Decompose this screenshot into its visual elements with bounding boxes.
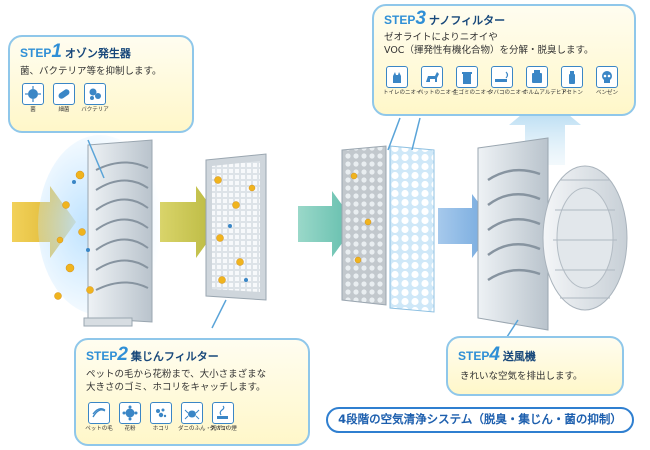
formaldehyde-caption: ホルムアルデヒド <box>523 90 567 96</box>
step2-description-line2: 大きさのゴミ、ホコリをキャッチします。 <box>86 382 266 393</box>
mite-icon <box>181 402 203 424</box>
pet-hair-caption: ペットの毛 <box>85 426 113 432</box>
step4-number: 4 <box>489 344 500 365</box>
step1-description: 菌、バクテリア等を抑制します。 <box>20 66 162 77</box>
pollen-icon <box>119 402 141 424</box>
bacteria-cluster-icon <box>84 83 106 105</box>
cigarette-icon <box>491 66 513 88</box>
step4-name: 送風機 <box>502 351 536 363</box>
step3-description: ゼオライトによりニオイや VOC（揮発性有機化合物）を分解・脱臭します。 <box>384 31 594 57</box>
bacteria-rod-caption: 細菌 <box>58 107 70 113</box>
blower-fan-unit <box>477 137 628 331</box>
formaldehyde-icon <box>526 66 548 88</box>
dust-icon <box>150 402 172 424</box>
tobacco-smoke-icon <box>212 402 234 424</box>
tobacco-odor-caption: タバコのニオイ <box>488 90 527 96</box>
step3-description-line2: VOC（揮発性有機化合物）を分解・脱臭します。 <box>384 45 594 56</box>
skull-icon <box>596 66 618 88</box>
pollen-caption: 花粉 <box>124 426 136 432</box>
step3-number: 3 <box>415 8 426 29</box>
step1-number: 1 <box>51 41 62 62</box>
step1-label: STEP <box>20 46 52 60</box>
tobacco-smoke-caption: タバコの煙 <box>209 426 237 432</box>
toilet-odor-caption: トイレのニオイ <box>383 90 422 96</box>
step3-name: ナノフィルター <box>428 15 506 27</box>
mite-caption: ダニのふん・死がい <box>178 426 228 432</box>
spray-can-icon <box>561 66 583 88</box>
step2-connector <box>211 299 227 329</box>
airborne-particles <box>54 170 372 300</box>
pet-hair-icon <box>88 402 110 424</box>
step3-connector-2 <box>411 117 421 151</box>
garbage-odor-caption: 生ゴミのニオイ <box>453 90 492 96</box>
step3-icon-row: トイレのニオイ ペットのニオイ 生ゴミのニオイ タバコのニオイ ホルムアルデヒド… <box>383 66 621 96</box>
garbage-icon <box>456 66 478 88</box>
step2-description-line1: ペットの毛から花粉まで、大小さまざまな <box>86 369 267 380</box>
step1-icon-row: 菌 細菌 バクテリア <box>22 83 109 113</box>
ozone-generator-panel <box>83 139 153 327</box>
benzene-caption: ベンゼン <box>595 90 618 96</box>
pet-dog-icon <box>421 66 443 88</box>
step4-label: STEP <box>458 349 490 363</box>
step1-connector <box>87 139 105 179</box>
step1-name: オゾン発生器 <box>64 48 131 60</box>
nano-filter-panel <box>341 145 435 313</box>
step3-label: STEP <box>384 13 416 27</box>
germ-icon <box>22 83 44 105</box>
dust-filter-panel <box>205 153 267 301</box>
step4-description: きれいな空気を排出します。 <box>460 371 583 382</box>
step2-icon-row: ペットの毛 花粉 ホコリ ダニのふん・死がい タバコの煙 <box>85 402 237 432</box>
acetone-caption: アセトン <box>561 90 583 96</box>
pet-odor-caption: ペットのニオイ <box>418 90 457 96</box>
step3-description-line1: ゼオライトによりニオイや <box>384 32 498 43</box>
bacteria-cluster-caption: バクテリア <box>81 107 109 113</box>
step2-name: 集じんフィルター <box>130 351 219 363</box>
step2-label: STEP <box>86 349 118 363</box>
dust-caption: ホコリ <box>152 426 170 432</box>
germ-caption: 菌 <box>30 107 36 113</box>
bacteria-rod-icon <box>53 83 75 105</box>
step2-description: ペットの毛から花粉まで、大小さまざまな 大きさのゴミ、ホコリをキャッチします。 <box>86 368 266 394</box>
step3-connector <box>387 117 401 151</box>
step2-number: 2 <box>117 344 128 365</box>
toilet-cat-icon <box>386 66 408 88</box>
system-tagline: 4段階の空気清浄システム（脱臭・集じん・菌の抑制） <box>326 407 634 433</box>
